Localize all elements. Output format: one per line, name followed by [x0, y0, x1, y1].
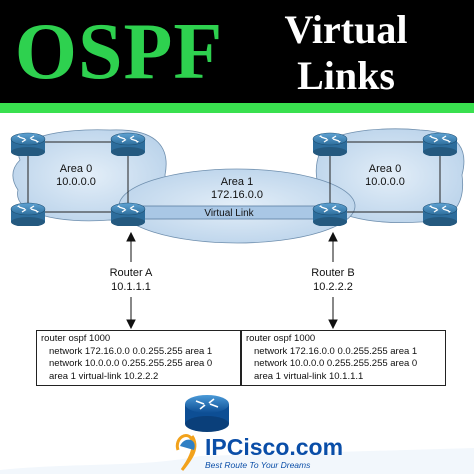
- subtitle-line-2: Links: [297, 53, 395, 98]
- area-left-net: 10.0.0.0: [56, 176, 96, 188]
- router-icon: [10, 202, 46, 226]
- brand-name: IPCisco.com: [205, 434, 344, 460]
- config-box-router-b: router ospf 1000 network 172.16.0.0 0.0.…: [241, 330, 446, 386]
- router-a-icon: [110, 202, 146, 226]
- header-banner: OSPF Virtual Links: [0, 0, 474, 103]
- router-icon: [312, 132, 348, 156]
- area-right-net: 10.0.0.0: [365, 176, 405, 188]
- config-line: area 1 virtual-link 10.1.1.1: [254, 370, 364, 382]
- virtual-link: Virtual Link: [127, 205, 331, 220]
- router-a-ip: 10.1.1.1: [111, 281, 151, 293]
- area-center-net: 172.16.0.0: [211, 189, 263, 201]
- router-b-name: Router B: [311, 267, 354, 279]
- config-line: network 10.0.0.0 0.255.255.255 area 0: [49, 358, 213, 369]
- arrows: [126, 231, 338, 330]
- area-left-name: Area 0: [60, 163, 92, 175]
- config-line: router ospf 1000: [41, 333, 111, 344]
- config-line: network 172.16.0.0 0.0.255.255 area 1: [254, 345, 418, 357]
- config-line: area 1 virtual-link 10.2.2.2: [49, 370, 159, 382]
- router-a-name: Router A: [110, 267, 153, 279]
- network-diagram: Virtual Link Area 0 10.0.0.0 Area 0 10.0…: [10, 128, 465, 330]
- subtitle-line-1: Virtual: [284, 7, 408, 52]
- router-b-icon: [312, 202, 348, 226]
- config-box-router-a: router ospf 1000 network 172.16.0.0 0.0.…: [36, 330, 241, 386]
- footer-wave: [0, 448, 474, 474]
- area-center-name: Area 1: [221, 176, 253, 188]
- config-line: network 10.0.0.0 0.255.255.255 area 0: [254, 358, 418, 369]
- virtual-link-label: Virtual Link: [204, 208, 254, 219]
- page-title: OSPF: [14, 8, 224, 96]
- router-b-ip: 10.2.2.2: [313, 281, 353, 293]
- config-line: router ospf 1000: [246, 333, 316, 344]
- accent-bar: [0, 103, 474, 113]
- config-line: network 172.16.0.0 0.0.255.255 area 1: [49, 345, 213, 357]
- router-icon: [422, 202, 458, 226]
- router-icon: [110, 132, 146, 156]
- router-icon: [422, 132, 458, 156]
- brand-logo-icon: [175, 395, 229, 471]
- area-right-name: Area 0: [369, 163, 401, 175]
- router-icon: [10, 132, 46, 156]
- brand-tagline: Best Route To Your Dreams: [205, 460, 311, 470]
